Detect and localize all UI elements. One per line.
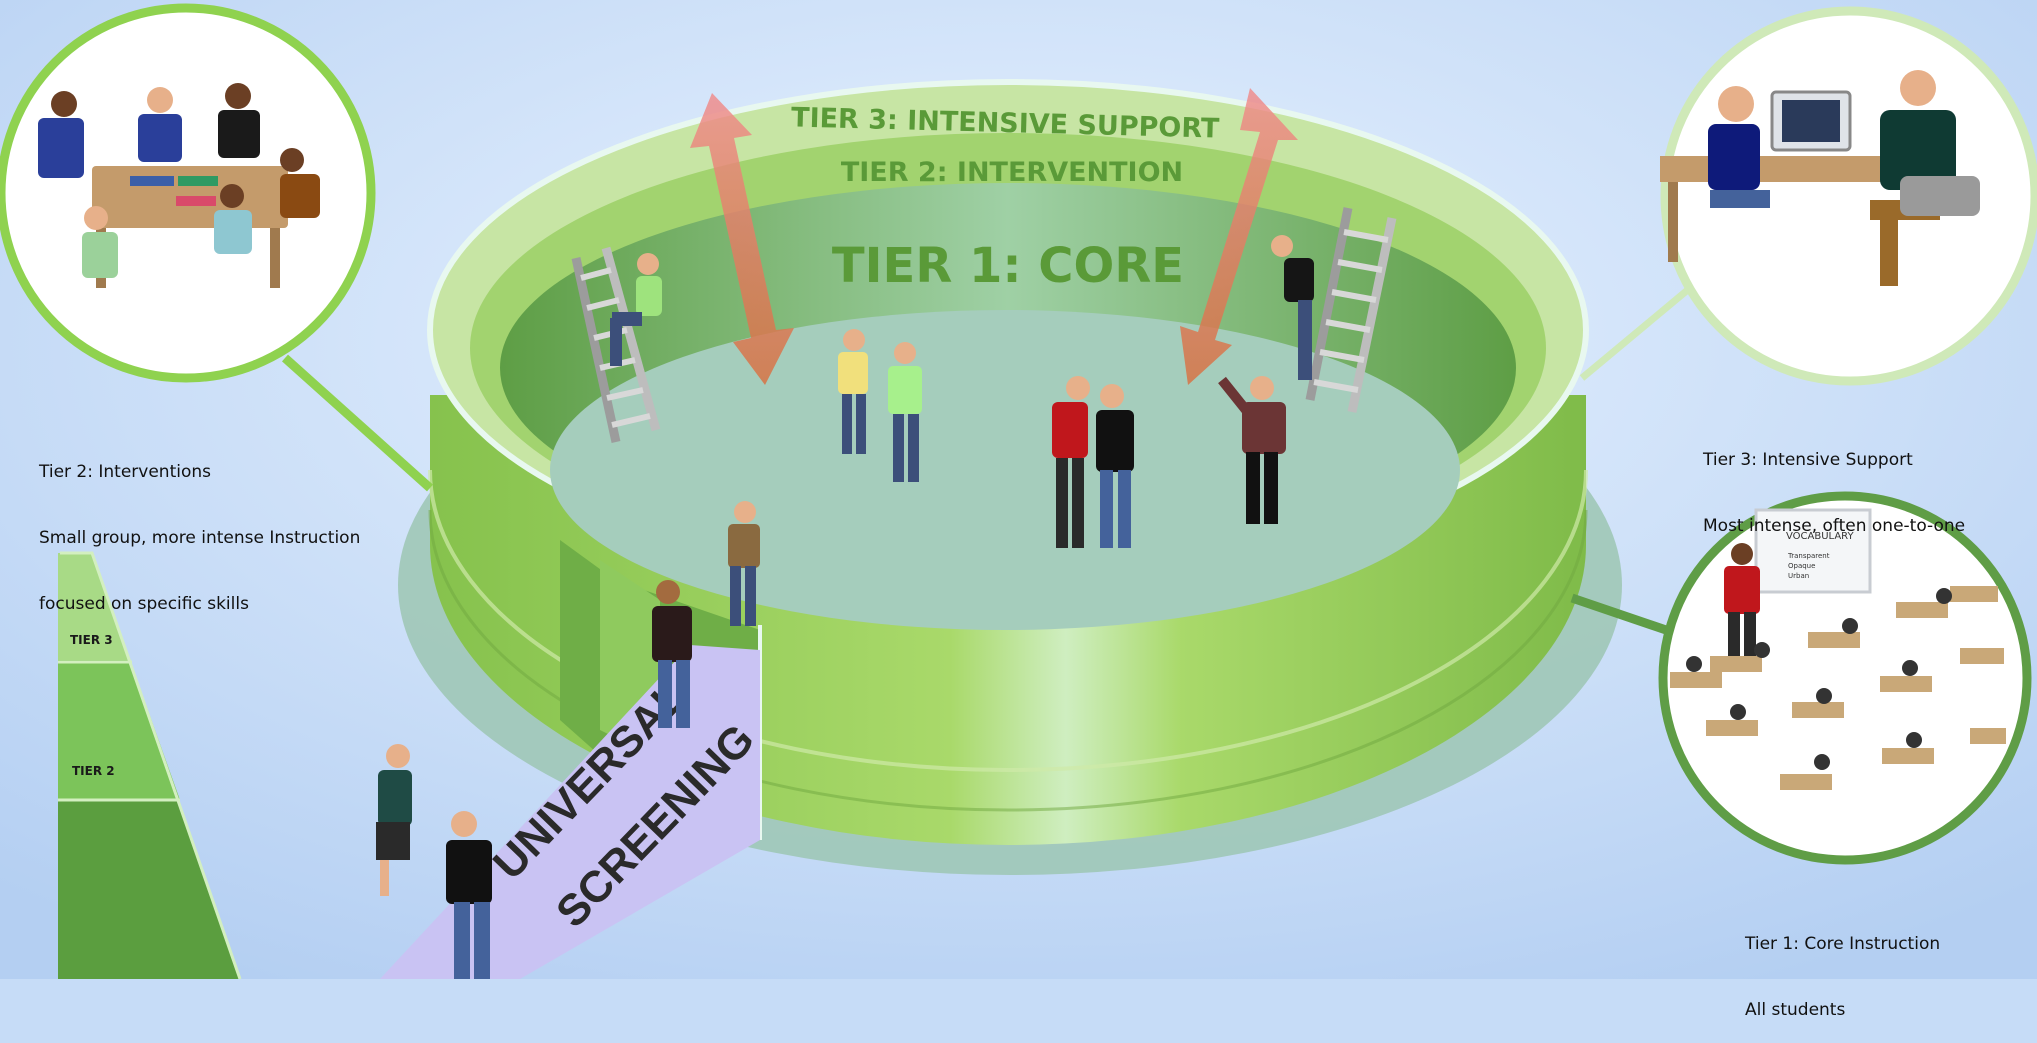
- caption-tier1: Tier 1: Core Instruction All students: [1745, 889, 1940, 1043]
- double-arrow-right: [1180, 88, 1298, 385]
- student-yellow: [838, 329, 868, 454]
- caption-tier3: Tier 3: Intensive Support Most intense, …: [1703, 405, 1965, 559]
- student-climbing-right: [1271, 235, 1314, 380]
- caption-tier3-title: Tier 3: Intensive Support: [1703, 450, 1913, 470]
- whiteboard-word-1: Transparent: [1787, 552, 1830, 560]
- connector-tier1: [1570, 593, 1674, 637]
- caption-tier2: Tier 2: Interventions Small group, more …: [39, 417, 360, 637]
- student-entering: [728, 501, 760, 626]
- caption-tier2-title: Tier 2: Interventions: [39, 462, 212, 482]
- ladder-right: [1305, 207, 1397, 413]
- student-walking-in: [652, 580, 692, 728]
- staircase-tier3-label: TIER 3: [70, 633, 113, 647]
- double-arrow-left: [690, 93, 794, 385]
- whiteboard: [1754, 508, 1872, 594]
- student-waiting-man: [446, 811, 492, 979]
- ring-floor: [550, 310, 1460, 630]
- connector-tier3: [1579, 285, 1693, 381]
- callout-tier3-one-to-one: [1660, 6, 2037, 386]
- caption-tier2-line3: focused on specific skills: [39, 594, 249, 614]
- caption-tier1-line2: All students: [1745, 1000, 1846, 1020]
- connector-tier2: [281, 354, 434, 492]
- ring-tier1-label: TIER 1: CORE: [832, 238, 1184, 294]
- caption-tier3-line2: Most intense, often one-to-one: [1703, 516, 1966, 536]
- callout-tier2-small-group: [0, 3, 376, 383]
- tier-staircase: [58, 551, 242, 979]
- students-talking: [1052, 376, 1134, 548]
- caption-tier1-title: Tier 1: Core Instruction: [1745, 934, 1941, 954]
- staircase-tier2-label: TIER 2: [72, 764, 115, 778]
- student-waving: [1218, 376, 1286, 524]
- ring-tier2-label: TIER 2: INTERVENTION: [841, 157, 1183, 188]
- caption-tier2-line2: Small group, more intense Instruction: [39, 528, 361, 548]
- rti-diagram: UNIVERSAL SCREENING TIER 3: INTENSIVE SU…: [0, 0, 2037, 979]
- student-climbing-left: [610, 253, 662, 366]
- whiteboard-word-2: Opaque: [1788, 562, 1815, 570]
- ladder-left: [571, 246, 661, 443]
- whiteboard-word-3: Urban: [1788, 572, 1809, 580]
- callout-tier1-classroom: VOCABULARY Transparent Opaque Urban: [1658, 491, 2032, 865]
- student-waiting-woman: [376, 744, 412, 896]
- student-green: [888, 342, 922, 482]
- whiteboard-title: VOCABULARY: [1786, 531, 1854, 542]
- desk: [1660, 156, 1886, 182]
